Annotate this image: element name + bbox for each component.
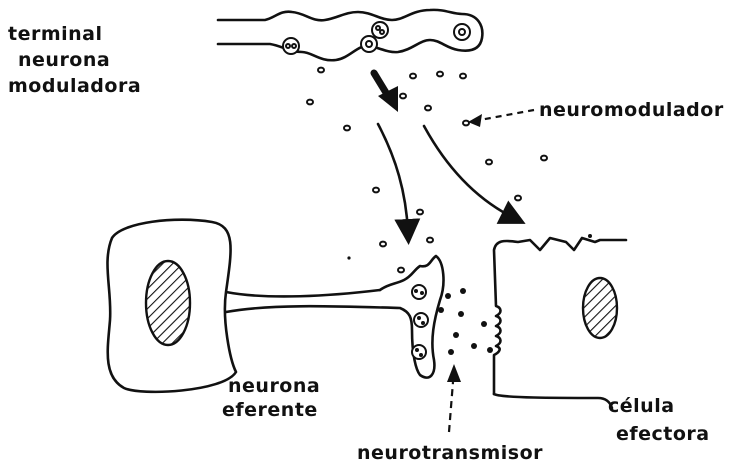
modulatory-terminal (218, 10, 482, 60)
neurotransmisor-pointer (447, 364, 461, 432)
neurotransmitter-particles (438, 288, 493, 355)
terminal-label-line3: moduladora (8, 75, 141, 97)
efferent-vesicle (412, 345, 426, 359)
eferente-label-line2: eferente (222, 399, 318, 421)
diffusion-arrow-presynaptic (378, 124, 408, 232)
efferent-neuron (107, 220, 443, 392)
neurotransmisor-label: neurotransmisor (357, 442, 543, 464)
effector-nucleus (583, 278, 617, 338)
efferent-vesicle (412, 285, 426, 299)
efferent-vesicle (414, 313, 428, 327)
release-arrow (374, 73, 398, 112)
celula-label-line2: efectora (616, 423, 710, 445)
neuromodulador-pointer (468, 110, 534, 127)
eferente-label-line1: neurona (228, 375, 320, 397)
terminal-label-line2: neurona (18, 49, 110, 71)
terminal-label-line1: terminal (8, 23, 103, 45)
effector-cell (494, 234, 626, 408)
celula-label-line1: célula (608, 395, 675, 417)
neuromodulador-label: neuromodulador (539, 99, 724, 121)
efferent-nucleus (146, 261, 190, 345)
diffusion-arrow-effector (424, 126, 514, 218)
